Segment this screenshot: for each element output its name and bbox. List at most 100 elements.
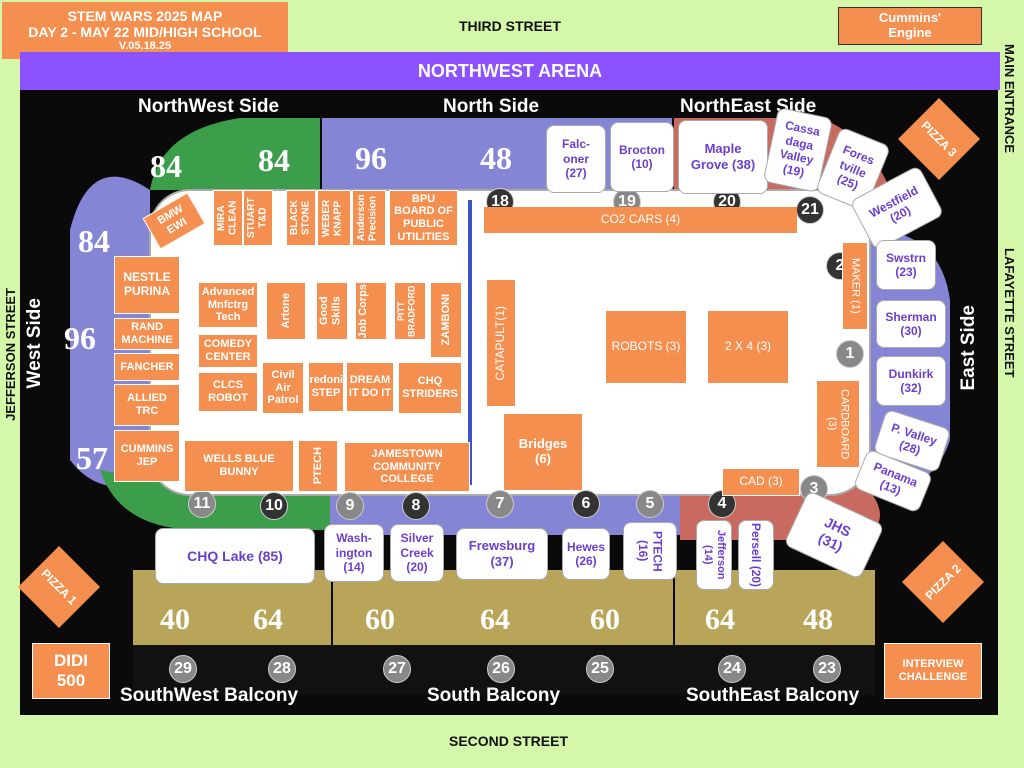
clcs-robot-booth[interactable]: CLCS ROBOT [198,372,258,412]
east-side-label: East Side [958,305,979,391]
good-skills-booth[interactable]: Good Skills [316,282,348,340]
section-capacity-n2: 48 [480,140,512,176]
section-capacity-w1: 84 [78,223,110,259]
blackstone-booth[interactable]: BLACK STONE [286,190,316,246]
job-corps-label: Job Corps [357,283,369,339]
map-title-block: STEM WARS 2025 MAP DAY 2 - MAY 22 MID/HI… [2,2,288,59]
section-marker-7: 7 [486,490,514,518]
southeast-balcony-label: SouthEast Balcony [686,685,860,706]
nestle-purina-booth[interactable]: NESTLE PURINA [114,256,180,314]
section-marker-9: 9 [336,492,364,520]
fancher-booth[interactable]: FANCHER [114,353,180,381]
pizza-2-label: PIZZA 2 [922,561,964,603]
section-marker-10: 10 [260,492,288,520]
maple-grove-booth[interactable]: Maple Grove (38) [678,120,768,194]
pitt-bradford-booth[interactable]: PITT BRADFORD [394,282,426,340]
cardboard-booth[interactable]: CARDBOARD (3) [816,380,860,468]
frewsburg-booth[interactable]: Frewsburg (37) [456,528,548,580]
allied-trc-booth[interactable]: ALLIED TRC [114,384,180,426]
third-street-label: THIRD STREET [459,18,561,34]
co2-cars-booth[interactable]: CO2 CARS (4) [484,207,797,233]
interview-challenge-booth[interactable]: INTERVIEW CHALLENGE [884,643,982,699]
advanced-mnfctrg-booth[interactable]: Advanced Mnfctrg Tech [198,282,258,328]
cardboard-label: CARDBOARD (3) [826,388,851,460]
mira-clean-booth[interactable]: MIRA CLEAN [213,190,243,246]
brocton-booth[interactable]: Brocton (10) [610,122,674,192]
section-marker-25: 25 [586,655,614,683]
section-capacity-s5: 60 [590,603,620,636]
section-capacity-s1: 40 [160,603,190,636]
dream-it-do-it-booth[interactable]: DREAM IT DO IT [346,362,394,412]
catapult-label: CATAPULT(1) [493,305,508,381]
comedy-center-booth[interactable]: COMEDY CENTER [198,334,258,368]
lafayette-street-label: LAFAYETTE STREET [1002,248,1017,378]
stuart-td-label: STUART T&D [246,197,269,239]
stuart-td-booth[interactable]: STUART T&D [243,190,273,246]
wells-blue-bunny-booth[interactable]: WELLS BLUE BUNNY [184,440,294,492]
section-marker-23: 23 [813,655,841,683]
maker-label: MAKER (1) [849,258,862,314]
section-marker-26: 26 [487,655,515,683]
bridges-booth[interactable]: Bridges (6) [504,414,582,490]
dunkirk-booth[interactable]: Dunkirk (32) [876,356,946,406]
zamboni-label: ZAMBONI [439,294,452,346]
didi-500-booth[interactable]: DIDI 500 [32,643,110,699]
cad-booth[interactable]: CAD (3) [722,468,800,496]
cummins-jep-booth[interactable]: CUMMINS JEP [114,430,180,482]
map-title: STEM WARS 2025 MAP [67,8,223,25]
silver-creek-booth[interactable]: Silver Creek (20) [390,524,444,582]
mira-clean-label: MIRA CLEAN [216,200,239,236]
persell-booth[interactable]: Persell (20) [738,520,774,590]
blackstone-label: BLACK STONE [289,200,312,236]
civil-air-patrol-booth[interactable]: Civil Air Patrol [262,362,304,414]
sherman-booth[interactable]: Sherman (30) [876,300,946,348]
weber-knapp-label: WEBER KNAPP [321,199,344,237]
rand-machine-booth[interactable]: RAND MACHINE [114,318,180,350]
section-capacity-nw2: 84 [258,142,290,178]
job-corps-booth[interactable]: Job Corps [355,282,387,340]
pitt-bradford-label: PITT BRADFORD [396,285,417,337]
chq-lake-booth[interactable]: CHQ Lake (85) [155,528,315,584]
hewes-booth[interactable]: Hewes (26) [562,528,610,580]
section-capacity-w2: 96 [64,320,96,356]
anderson-precision-label: Anderson Precision [356,194,379,242]
zamboni-booth[interactable]: ZAMBONI [430,282,462,358]
bpu-booth[interactable]: BPU BOARD OF PUBLIC UTILITIES [389,190,458,246]
robots-booth[interactable]: ROBOTS (3) [606,311,686,383]
south-balcony-label: South Balcony [427,685,561,706]
artone-label: Artone [279,293,292,329]
maker-booth[interactable]: MAKER (1) [842,242,868,330]
map-subtitle: DAY 2 - MAY 22 MID/HIGH SCHOOL [28,24,262,41]
jcc-booth[interactable]: JAMESTOWN COMMUNITY COLLEGE [344,442,470,492]
weber-knapp-booth[interactable]: WEBER KNAPP [317,190,351,246]
southwest-balcony-label: SouthWest Balcony [120,685,299,706]
ptech-bottom-label: PTECH (16) [636,530,665,572]
anderson-precision-booth[interactable]: Anderson Precision [352,190,386,246]
chq-striders-booth[interactable]: CHQ STRIDERS [398,362,462,414]
section-marker-28: 28 [268,655,296,683]
main-entrance-label: MAIN ENTRANCE [1002,44,1017,154]
section-marker-5: 5 [636,490,664,518]
catapult-booth[interactable]: CATAPULT(1) [487,280,515,406]
north-side-label: North Side [443,96,540,117]
section-marker-29: 29 [169,655,197,683]
washington-booth[interactable]: Wash-ington (14) [324,524,384,582]
section-marker-21: 21 [796,196,824,224]
jefferson-label: Jefferson (14) [702,530,728,580]
jefferson-booth[interactable]: Jefferson (14) [696,520,732,590]
cummins-engine-booth[interactable]: Cummins' Engine [838,7,982,45]
ptech-bottom-booth[interactable]: PTECH (16) [623,522,677,580]
northwest-side-label: NorthWest Side [138,96,280,117]
two-by-four-booth[interactable]: 2 X 4 (3) [708,311,788,383]
map-version: V.05.18.25 [118,40,172,53]
falconer-booth[interactable]: Falc-oner (27) [546,125,606,193]
artone-booth[interactable]: Artone [266,282,306,340]
ptech-left-label: PTECH [311,447,324,485]
south-balcony-seats [333,570,673,645]
persell-label: Persell (20) [749,522,764,588]
section-capacity-s4: 64 [480,603,510,636]
ptech-left-booth[interactable]: PTECH [298,440,338,492]
section-capacity-nw1: 84 [150,148,182,184]
swstrn-booth[interactable]: Swstrn (23) [876,240,936,290]
fredonia-step-booth[interactable]: Fredonia STEP [303,362,349,412]
